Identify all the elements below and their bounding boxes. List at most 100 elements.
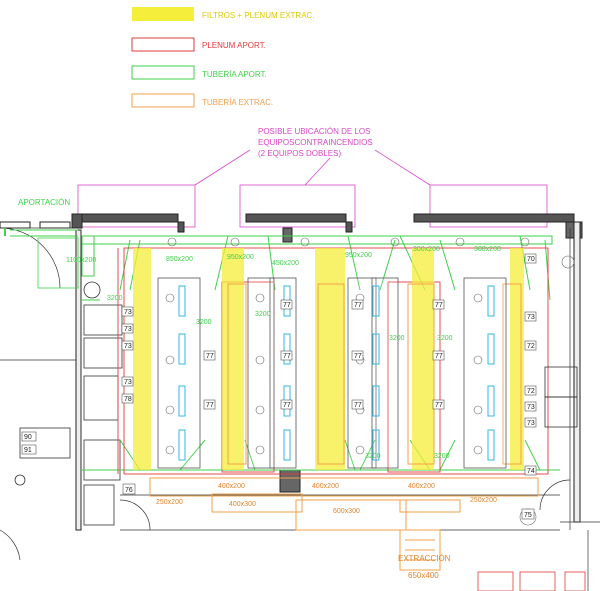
tag-90: 90 (24, 434, 32, 441)
column-bottom (279, 469, 301, 493)
extract-riser (399, 529, 441, 571)
supply-drop-left (81, 235, 95, 277)
dim-950x200-b: 950x200 (345, 252, 372, 259)
supply-inlet-lines (4, 228, 78, 237)
dim-850x200: 850x200 (166, 256, 193, 263)
dim-300x200-top-a: 300x200 (413, 246, 440, 253)
filter-strip-4 (412, 248, 434, 470)
dim-250x200-b: 250x200 (470, 497, 497, 504)
legend-swatch-filters (132, 7, 194, 21)
dim-250x200-a: 250x200 (156, 499, 183, 506)
equipment-box-1 (83, 304, 123, 336)
equipment-box-right-2 (544, 396, 578, 428)
dim-3200-f: 3200 (365, 453, 381, 460)
dim-300x200-top-b: 300x200 (474, 246, 501, 253)
tag-75: 75 (524, 512, 532, 519)
tag-center-9: 77 (435, 302, 443, 309)
wall-top-1 (77, 213, 179, 223)
column-3 (282, 227, 293, 243)
bench-4 (347, 277, 377, 469)
fire-zone-right (429, 184, 548, 228)
legend-swatch-extract-pipe (131, 93, 195, 108)
tag-center-10: 77 (435, 353, 443, 360)
tag-left-2: 73 (124, 326, 132, 333)
dim-400x300: 400x300 (229, 501, 256, 508)
extract-dimension-labels: 250x200 400x200 400x300 400x200 600x300 … (156, 483, 497, 580)
tag-center-11: 77 (435, 402, 443, 409)
label-extraccion: EXTRACCIÓN (398, 554, 451, 563)
red-equipment-2 (519, 571, 556, 591)
bench-5 (371, 277, 399, 469)
supply-inlet-duct (37, 237, 79, 289)
room-number-tags: 73 73 73 73 78 70 73 72 72 73 73 74 77 7… (21, 253, 537, 520)
dim-3200-a: 3200 (107, 295, 123, 302)
tag-91: 91 (24, 447, 32, 454)
tag-right-5: 73 (527, 404, 535, 411)
dim-650x400: 650x400 (408, 571, 439, 580)
fire-zone-left (77, 184, 196, 228)
column-1 (71, 213, 83, 229)
filter-strip-2 (222, 248, 244, 470)
dim-3200-g: 3200 (434, 453, 450, 460)
fire-zone-center (239, 184, 356, 228)
extract-branch-left (211, 493, 303, 513)
legend-swatch-supply-plenum (131, 37, 195, 52)
exterior-wall-b (39, 221, 71, 229)
filter-strip-3 (315, 248, 345, 470)
right-service-area (477, 366, 586, 591)
tag-center-1: 77 (206, 353, 214, 360)
extract-trunk (295, 499, 407, 531)
extract-main (149, 477, 539, 497)
tag-center-8: 77 (354, 402, 362, 409)
supply-duct-network (81, 235, 560, 471)
dim-400x200-a: 400x200 (218, 483, 245, 490)
exterior-wall-a (0, 221, 31, 229)
legend-label-extract-pipe: TUBERÍA EXTRAC. (202, 98, 273, 107)
tag-left-5: 78 (124, 396, 132, 403)
bench-6 (463, 277, 507, 469)
tag-76: 76 (125, 487, 133, 494)
equipment-box-2 (83, 337, 123, 369)
legend-label-supply-pipe: TUBERÍA APORT. (202, 70, 267, 79)
note-line-2: EQUIPOSCONTRAINCENDIOS (258, 138, 373, 147)
dim-3200-e: 3200 (437, 335, 453, 342)
tag-left-1: 73 (124, 309, 132, 316)
note-line-1: POSIBLE UBICACIÓN DE LOS (258, 127, 370, 136)
extract-branch-right (399, 499, 461, 513)
wall-top-2 (245, 213, 347, 223)
legend-label-supply-plenum: PLENUM APORT. (202, 41, 266, 50)
leader-line-center (304, 157, 331, 186)
dim-600x300: 600x300 (333, 508, 360, 515)
red-equipment-3 (564, 571, 586, 591)
extract-vertical-2 (317, 283, 345, 465)
dim-400x200-b: 400x200 (312, 483, 339, 490)
fixture-circle (14, 474, 26, 486)
supply-dimension-labels: APORTACIÓN 1100x200 850x200 950x200 450x… (18, 198, 501, 460)
dim-3200-b: 3200 (196, 319, 212, 326)
column-2 (177, 221, 185, 233)
note-line-3: (2 EQUIPOS DOBLES) (258, 149, 341, 158)
sink-unit (83, 484, 115, 526)
left-service-area (14, 237, 123, 526)
dim-3200-d: 3200 (389, 335, 405, 342)
leader-line-left (194, 149, 251, 186)
filter-strip-1 (133, 248, 151, 470)
tag-center-3: 77 (283, 353, 291, 360)
fire-equipment-note: POSIBLE UBICACIÓN DE LOS EQUIPOSCONTRAIN… (258, 127, 373, 158)
supply-main-top (81, 235, 553, 245)
dim-1100x200: 1100x200 (66, 257, 96, 264)
tag-center-7: 77 (354, 353, 362, 360)
tag-left-3: 73 (124, 343, 132, 350)
cabinet-90-91 (19, 427, 71, 459)
legend: FILTROS + PLENUM EXTRAC. PLENUM APORT. T… (131, 7, 315, 108)
equipment-rack (83, 375, 119, 421)
door-swing-bottom-left (0, 529, 21, 561)
label-aportacion: APORTACIÓN (18, 198, 70, 207)
filter-strip-5 (510, 248, 524, 470)
tag-center-2: 77 (283, 302, 291, 309)
dim-950x200-a: 950x200 (227, 254, 254, 261)
extract-vertical-4 (502, 283, 522, 465)
tag-center-5: 77 (283, 402, 291, 409)
red-equipment-1 (477, 571, 514, 591)
